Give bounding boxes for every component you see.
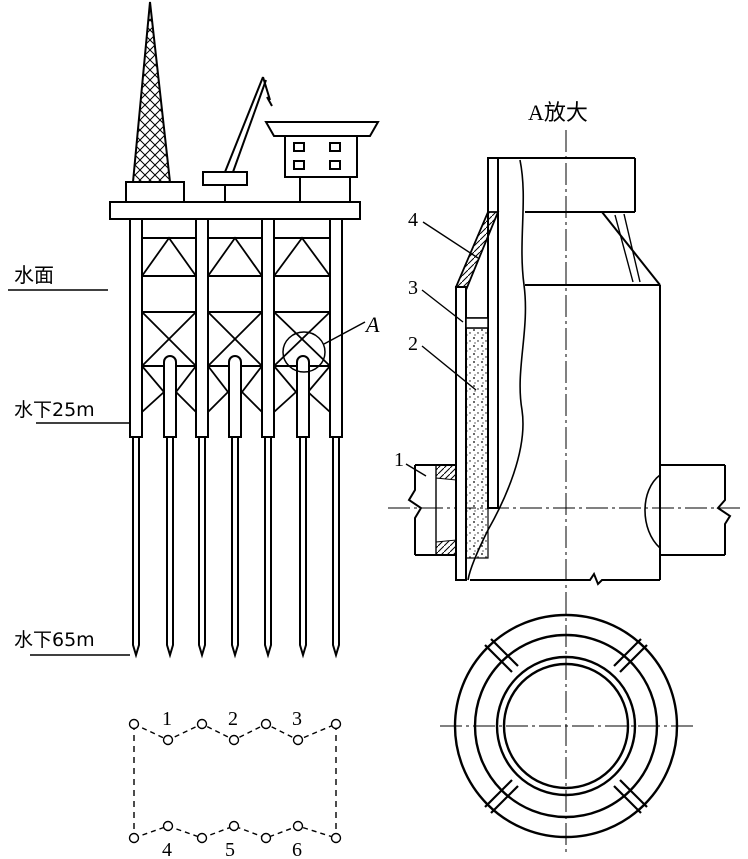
callout-2: 2 xyxy=(408,333,418,355)
callout-3: 3 xyxy=(408,277,418,299)
diagonal-bracing xyxy=(141,236,331,413)
detail-a-marker: A xyxy=(364,312,380,337)
water-surface-label: 水面 xyxy=(14,263,54,287)
callout-4: 4 xyxy=(408,209,418,231)
detail-a-circle xyxy=(282,331,326,373)
callout-leaders xyxy=(405,221,479,477)
pile-inner-ring xyxy=(502,662,630,790)
depth-65-label: 水下65m xyxy=(14,629,95,651)
sleeve-inner-ring xyxy=(473,633,659,819)
seal-ring xyxy=(465,317,489,329)
accommodation-module xyxy=(264,121,380,203)
sleeve-plan-view xyxy=(440,613,694,839)
derrick-tower xyxy=(125,1,185,203)
plan-label-1: 1 xyxy=(162,708,172,730)
grout-fill xyxy=(465,327,489,559)
platform-elevation xyxy=(8,1,380,659)
crane xyxy=(202,76,273,202)
piles xyxy=(132,437,340,659)
centralizer-spacers xyxy=(484,638,648,814)
brace-stub-left xyxy=(407,464,457,556)
jacket-legs xyxy=(129,218,343,438)
detail-a-section xyxy=(388,130,744,855)
callout-1: 1 xyxy=(394,449,404,471)
plan-label-4: 4 xyxy=(162,839,172,859)
brace-stub-right xyxy=(644,464,732,556)
deck xyxy=(109,201,361,220)
sleeve-wall xyxy=(455,286,467,581)
plan-label-5: 5 xyxy=(225,839,235,859)
pile-wall xyxy=(487,157,499,509)
reference-lines xyxy=(8,289,130,656)
pile-plan xyxy=(128,718,342,844)
plan-label-6: 6 xyxy=(292,839,302,859)
plan-label-3: 3 xyxy=(292,708,302,730)
plan-label-2: 2 xyxy=(228,708,238,730)
depth-25-label: 水下25m xyxy=(14,399,95,421)
pile-outer-ring xyxy=(495,655,637,797)
sleeve-outer-ring xyxy=(453,613,679,839)
horizontal-bracing xyxy=(142,237,330,367)
pile-sleeves xyxy=(163,355,310,438)
detail-title: A放大 xyxy=(528,100,588,125)
